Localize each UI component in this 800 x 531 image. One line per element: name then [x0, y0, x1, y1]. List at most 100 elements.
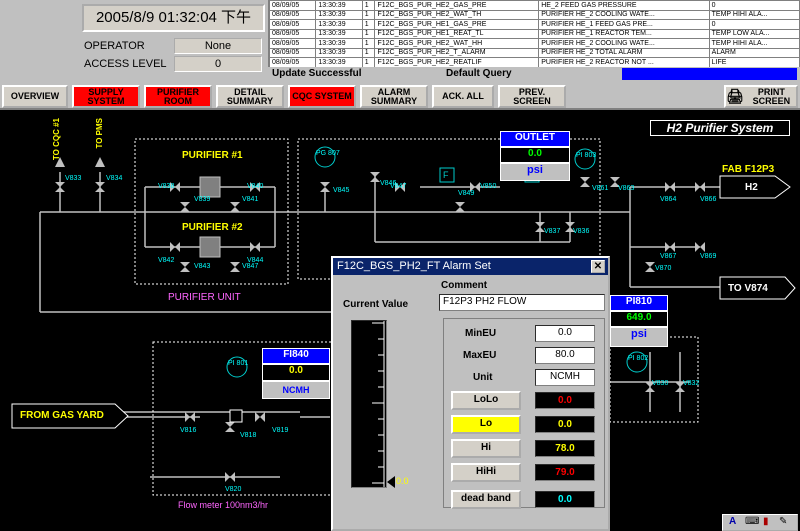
pi801-label: PI 801 [228, 360, 249, 367]
alarm-cell: 1 [361, 47, 376, 58]
alarm-cell: 13:30:39 [315, 57, 363, 68]
status-bar: Update Successful Default Query [268, 67, 800, 81]
current-value-label: Current Value [343, 299, 409, 310]
valve-tag: V819 [272, 427, 289, 434]
valve-tag: V834 [106, 175, 123, 182]
pg807-label: PG 807 [316, 150, 340, 157]
valve-tag: V843 [194, 263, 211, 270]
alarm-cell: TEMP HIHI ALA... [708, 9, 800, 20]
ack-all-button[interactable]: ACK. ALL [432, 85, 494, 108]
supply-system-button[interactable]: SUPPLY SYSTEM [72, 85, 140, 108]
alarm-set-dialog: F12C_BGS_PH2_FT Alarm Set ✕ Comment F12P… [331, 256, 610, 531]
lo-button[interactable]: Lo [451, 415, 521, 434]
hi-value[interactable]: 78.0 [535, 440, 595, 457]
hihi-value[interactable]: 79.0 [535, 464, 595, 481]
valve-tag: V832 [683, 380, 700, 387]
prev-screen-button[interactable]: PREV. SCREEN [498, 85, 566, 108]
deadband-button[interactable]: dead band [451, 490, 521, 509]
tray-area: A ⌨ ▮ ✎ [722, 514, 798, 531]
print-screen-label: PRINT SCREEN [752, 86, 791, 106]
valve-tag: V850 [480, 183, 497, 190]
lolo-button[interactable]: LoLo [451, 391, 521, 410]
dialog-title: F12C_BGS_PH2_FT Alarm Set [333, 258, 608, 275]
alarm-cell: TEMP HIHI ALA... [708, 38, 800, 49]
cqc-system-button[interactable]: CQC SYSTEM [288, 85, 356, 108]
valve-tag: V845 [333, 187, 350, 194]
deadband-value[interactable]: 0.0 [535, 491, 595, 508]
comment-field[interactable]: F12P3 PH2 FLOW [439, 294, 605, 311]
alarm-cell: PURIFIER HE_2 COOLING WATE... [538, 9, 710, 20]
max-eu-field[interactable]: 80.0 [535, 347, 595, 364]
alarm-cell: 1 [361, 19, 376, 30]
alarm-cell: 08/09/05 [268, 38, 317, 49]
valve-tag: V847 [390, 183, 407, 190]
pi810-unit: psi [610, 327, 668, 347]
ime-icon[interactable]: A [729, 516, 737, 527]
alarm-cell: HE_2 FEED GAS PRESSURE [538, 0, 710, 11]
book-icon[interactable]: ▮ [763, 516, 769, 527]
alarm-cell: PURIFIER HE_2 TOTAL ALARM [538, 47, 710, 58]
detail-summary-button[interactable]: DETAIL SUMMARY [216, 85, 284, 108]
lolo-value[interactable]: 0.0 [535, 392, 595, 409]
min-eu-label: MinEU [465, 328, 497, 339]
print-screen-button[interactable]: 🖨 PRINT SCREEN [724, 85, 798, 108]
alarm-cell: 13:30:39 [315, 38, 363, 49]
alarm-cell: 08/09/05 [268, 47, 317, 58]
overview-button[interactable]: OVERVIEW [2, 85, 68, 108]
fi840-header: FI840 [262, 348, 330, 364]
outlet-value: 0.0 [500, 147, 570, 163]
valve-tag: V840 [247, 183, 264, 190]
alarm-cell: 1 [361, 38, 376, 49]
tool-icon[interactable]: ✎ [779, 516, 788, 527]
alarm-cell: F12C_BGS_PUR_HE1_GAS_PRE [374, 19, 540, 30]
pi810-value: 649.0 [610, 311, 668, 327]
to-pms-label: TO PMS [95, 118, 104, 149]
f-box-label: F [443, 170, 449, 180]
valve-tag: V870 [655, 265, 672, 272]
valve-tag: V838 [158, 183, 175, 190]
valve-tag: V844 [247, 257, 264, 264]
valve-tag: V816 [180, 427, 197, 434]
operator-value: None [174, 38, 262, 54]
lo-value[interactable]: 0.0 [535, 416, 595, 433]
keyboard-icon[interactable]: ⌨ [745, 516, 760, 527]
schematic-canvas [11, 138, 796, 496]
alarm-cell: 1 [361, 0, 376, 11]
valve-tag: V864 [660, 196, 677, 203]
valve-tag: V849 [458, 190, 475, 197]
min-eu-field[interactable]: 0.0 [535, 325, 595, 342]
valve-tag: V833 [65, 175, 82, 182]
valve-tag: V830 [652, 380, 669, 387]
flow-meter-label: Flow meter 100nm3/hr [178, 500, 269, 510]
hi-button[interactable]: Hi [451, 439, 521, 458]
outlet-header: OUTLET [500, 131, 570, 147]
alarm-cell: PURIFIER HE_2 COOLING WATE... [538, 38, 710, 49]
pi803-label: PI 803 [576, 152, 597, 159]
purifier2-label: PURIFIER #2 [182, 222, 243, 233]
outlet-unit: psi [500, 163, 570, 181]
pi810-header: PI810 [610, 295, 668, 311]
alarm-cell: 13:30:39 [315, 47, 363, 58]
alarm-cell: 13:30:39 [315, 9, 363, 20]
access-level-value: 0 [174, 56, 262, 72]
valve-tag: V846 [380, 180, 397, 187]
valve-tag: V867 [660, 253, 677, 260]
alarm-summary-button[interactable]: ALARM SUMMARY [360, 85, 428, 108]
alarm-cell: F12C_BGS_PUR_HE2_GAS_PRE [374, 0, 540, 11]
limits-group [443, 318, 605, 508]
close-icon[interactable]: ✕ [591, 260, 605, 273]
schematic-title: H2 Purifier System [650, 120, 790, 136]
valve-tag: V866 [700, 196, 717, 203]
pi802-label: PI 802 [628, 355, 649, 362]
hihi-button[interactable]: HiHi [451, 463, 521, 482]
purifier-room-button[interactable]: PURIFIER ROOM [144, 85, 212, 108]
unit-field[interactable]: NCMH [535, 369, 595, 386]
